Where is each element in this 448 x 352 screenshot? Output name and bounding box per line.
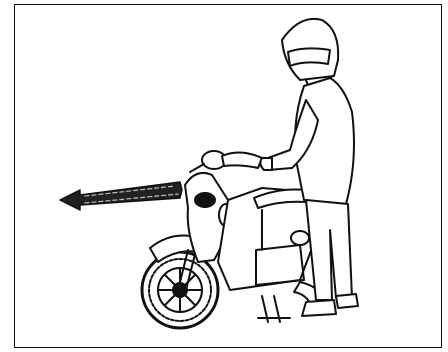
front-wheel <box>142 252 218 328</box>
center-stand <box>258 296 290 322</box>
left-arrow-icon <box>60 182 182 210</box>
